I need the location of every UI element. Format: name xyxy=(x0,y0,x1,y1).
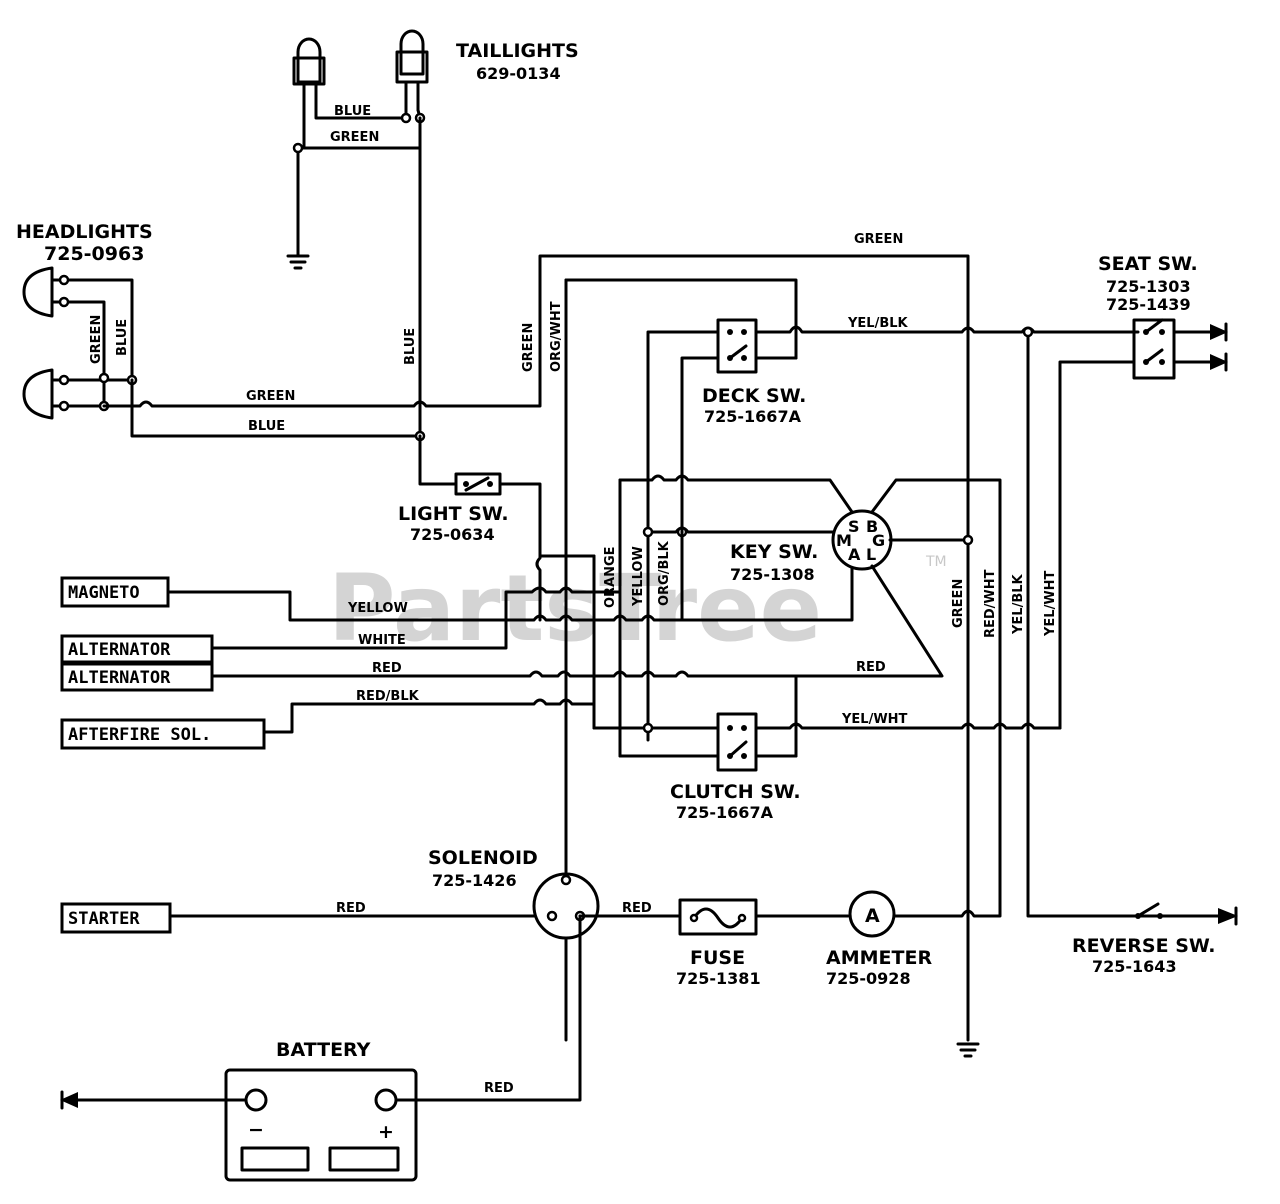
starter-connector: STARTER xyxy=(60,902,172,934)
connector-arrow-icon xyxy=(1210,352,1228,372)
wire-label-vert-green: GREEN xyxy=(521,323,536,372)
headlights-part: 725-0963 xyxy=(44,243,144,265)
wire-label-white: WHITE xyxy=(358,633,406,648)
wire-label-yelblk-right: YEL/BLK xyxy=(1011,573,1026,635)
wire-label-head-green: GREEN xyxy=(89,315,104,364)
wire-label-red-fuse: RED xyxy=(622,901,652,916)
wire-label-red-battery: RED xyxy=(484,1081,514,1096)
light-switch: LIGHT SW. 725-0634 xyxy=(398,472,509,544)
alternator2-label: ALTERNATOR xyxy=(68,668,171,688)
magneto-label: MAGNETO xyxy=(68,583,140,603)
fuse-part: 725-1381 xyxy=(676,969,761,988)
taillight-right-icon xyxy=(395,29,429,112)
wire-label-yelwht-right: YEL/WHT xyxy=(1043,570,1058,637)
wire-label-red-alt: RED xyxy=(372,661,402,676)
fuse: FUSE 725-1381 xyxy=(676,898,761,988)
deck-switch: DECK SW. 725-1667A xyxy=(702,318,806,426)
alternator-connector-2: ALTERNATOR xyxy=(60,662,214,692)
key-terminal-s: S xyxy=(848,517,860,536)
headlight-top-icon xyxy=(22,266,66,318)
alternator1-label: ALTERNATOR xyxy=(68,640,171,660)
taillights: TAILLIGHTS 629-0134 xyxy=(292,29,579,112)
connector-arrow-icon xyxy=(1210,322,1228,342)
taillights-title: TAILLIGHTS xyxy=(456,40,579,62)
connector-arrow-icon xyxy=(60,1090,78,1110)
solenoid-part: 725-1426 xyxy=(432,871,517,890)
wire-label-vert-orgwht: ORG/WHT xyxy=(549,301,564,372)
clutch-sw-title: CLUTCH SW. xyxy=(670,781,801,803)
light-sw-title: LIGHT SW. xyxy=(398,503,509,525)
seat-sw-title: SEAT SW. xyxy=(1098,253,1198,275)
wire-label-head-blue: BLUE xyxy=(115,319,130,356)
wire-label-orange: ORANGE xyxy=(603,546,618,608)
clutch-sw-part: 725-1667A xyxy=(676,803,774,822)
fuse-title: FUSE xyxy=(690,947,745,969)
wire-label-orgblk: ORG/BLK xyxy=(657,540,672,606)
taillight-left-icon xyxy=(292,37,326,112)
ammeter-symbol: A xyxy=(865,905,880,927)
key-terminal-a: A xyxy=(848,545,861,564)
wire-label-tail-green: GREEN xyxy=(330,130,379,145)
wire-label-yelwht: YEL/WHT xyxy=(841,712,908,727)
clutch-switch: CLUTCH SW. 725-1667A xyxy=(670,712,801,822)
key-terminal-b: B xyxy=(866,517,878,536)
watermark-tm: TM xyxy=(925,554,947,570)
light-sw-part: 725-0634 xyxy=(410,525,495,544)
wire-label-green-right: GREEN xyxy=(951,579,966,628)
solenoid-title: SOLENOID xyxy=(428,847,538,869)
alternator-connector-1: ALTERNATOR xyxy=(60,634,214,664)
deck-sw-title: DECK SW. xyxy=(702,385,806,407)
deck-sw-part: 725-1667A xyxy=(704,407,802,426)
wire-label-yelblk-top: YEL/BLK xyxy=(847,316,909,331)
reverse-sw-title: REVERSE SW. xyxy=(1072,935,1216,957)
battery: − + BATTERY xyxy=(224,1039,418,1182)
starter-label: STARTER xyxy=(68,909,140,929)
headlight-bottom-icon xyxy=(22,368,66,420)
magneto-connector: MAGNETO xyxy=(60,576,170,608)
ground-icon xyxy=(286,254,310,270)
wire-label-yellow: YELLOW xyxy=(347,601,408,616)
ground-icon xyxy=(956,1042,980,1058)
reverse-switch: REVERSE SW. 725-1643 xyxy=(1072,902,1216,976)
key-sw-part: 725-1308 xyxy=(730,565,815,584)
wire-label-yellow-vert: YELLOW xyxy=(631,546,646,607)
seat-sw-part1: 725-1303 xyxy=(1106,277,1191,296)
key-sw-title: KEY SW. xyxy=(730,541,818,563)
seat-sw-part2: 725-1439 xyxy=(1106,295,1191,314)
battery-pos-symbol: + xyxy=(378,1121,394,1143)
wire-label-top-green: GREEN xyxy=(854,232,903,247)
wire-label-red-starter: RED xyxy=(336,901,366,916)
solenoid: SOLENOID 725-1426 xyxy=(428,847,600,940)
watermark-text: PartsTree xyxy=(328,555,822,662)
wire-label-vert-blue: BLUE xyxy=(403,328,418,365)
key-terminal-l: L xyxy=(866,545,876,564)
wire-label-red-key: RED xyxy=(856,660,886,675)
ammeter-part: 725-0928 xyxy=(826,969,911,988)
wire-label-horiz-green: GREEN xyxy=(246,389,295,404)
headlights-title: HEADLIGHTS xyxy=(16,221,153,243)
wire-label-tail-blue: BLUE xyxy=(334,104,371,119)
ammeter: A AMMETER 725-0928 xyxy=(826,890,932,988)
wire-label-horiz-blue: BLUE xyxy=(248,419,285,434)
connector-arrow-icon xyxy=(1218,906,1238,926)
key-terminal-g: G xyxy=(872,531,885,550)
wire-label-redblk: RED/BLK xyxy=(356,689,420,704)
key-switch: S B M G A L KEY SW. 725-1308 xyxy=(730,509,893,584)
battery-neg-symbol: − xyxy=(248,1119,264,1141)
ammeter-title: AMMETER xyxy=(826,947,932,969)
key-terminal-m: M xyxy=(836,531,852,550)
reverse-sw-part: 725-1643 xyxy=(1092,957,1177,976)
seat-switch: SEAT SW. 725-1303 725-1439 xyxy=(1098,253,1198,380)
afterfire-label: AFTERFIRE SOL. xyxy=(68,725,211,745)
wire-label-redwht-right: RED/WHT xyxy=(983,569,998,638)
taillights-part: 629-0134 xyxy=(476,64,561,83)
battery-title: BATTERY xyxy=(276,1039,371,1061)
afterfire-connector: AFTERFIRE SOL. xyxy=(60,718,266,750)
